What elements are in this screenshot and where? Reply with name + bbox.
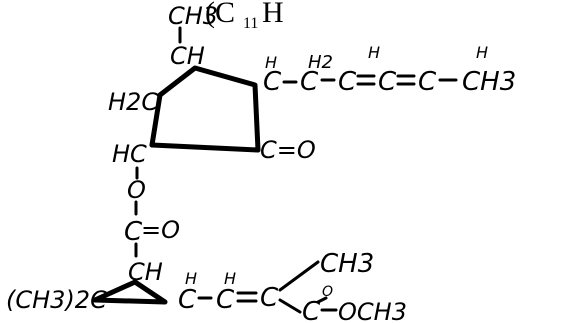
chain-h5: H xyxy=(476,43,488,62)
ring-hc: HC xyxy=(112,140,147,168)
chain-c1: C xyxy=(263,67,282,97)
cp-triangle xyxy=(92,279,168,305)
chain-h2: H2 xyxy=(308,52,333,73)
tail-h1: H xyxy=(185,269,197,288)
tail-o-top: O xyxy=(322,284,333,300)
cp-dimethyl: (CH3)2C xyxy=(6,286,107,314)
header-fragment: (C xyxy=(205,0,235,29)
header-subscript: 11 xyxy=(243,15,258,32)
header-tail: H xyxy=(262,0,284,29)
ester-c: C xyxy=(124,217,143,247)
chain-c3: C xyxy=(338,67,357,97)
ring-left-bond xyxy=(149,92,163,148)
tail-c1: C xyxy=(178,285,197,315)
tail-bond-down xyxy=(278,298,302,314)
chain-c2: C xyxy=(300,67,319,97)
top-ch: CH xyxy=(170,42,205,70)
tail-c2: C xyxy=(216,285,235,315)
ring-bottom-bond xyxy=(149,142,261,153)
tail-ester-c: C xyxy=(302,297,321,323)
chain-h3: H xyxy=(368,43,380,62)
tail-ch3: CH3 xyxy=(320,249,374,279)
chain-ch3: CH3 xyxy=(462,67,516,97)
ester-o: O xyxy=(127,176,146,204)
ester-eq-o: =O xyxy=(141,216,180,244)
tail-c3: C xyxy=(260,283,279,313)
ring-top-bonds xyxy=(157,65,261,153)
tail-och3: OCH3 xyxy=(338,298,407,323)
chain-h1: H xyxy=(265,53,277,72)
tail-dbl-o xyxy=(316,296,328,304)
tail-bond-up xyxy=(278,260,320,292)
chain-c5: C xyxy=(418,67,437,97)
ring-co: C=O xyxy=(260,136,316,164)
ring-h2c: H2C xyxy=(108,88,158,116)
chain-c4: C xyxy=(378,67,397,97)
top-ch3: CH3 xyxy=(168,2,218,30)
tail-h2: H xyxy=(224,269,236,288)
